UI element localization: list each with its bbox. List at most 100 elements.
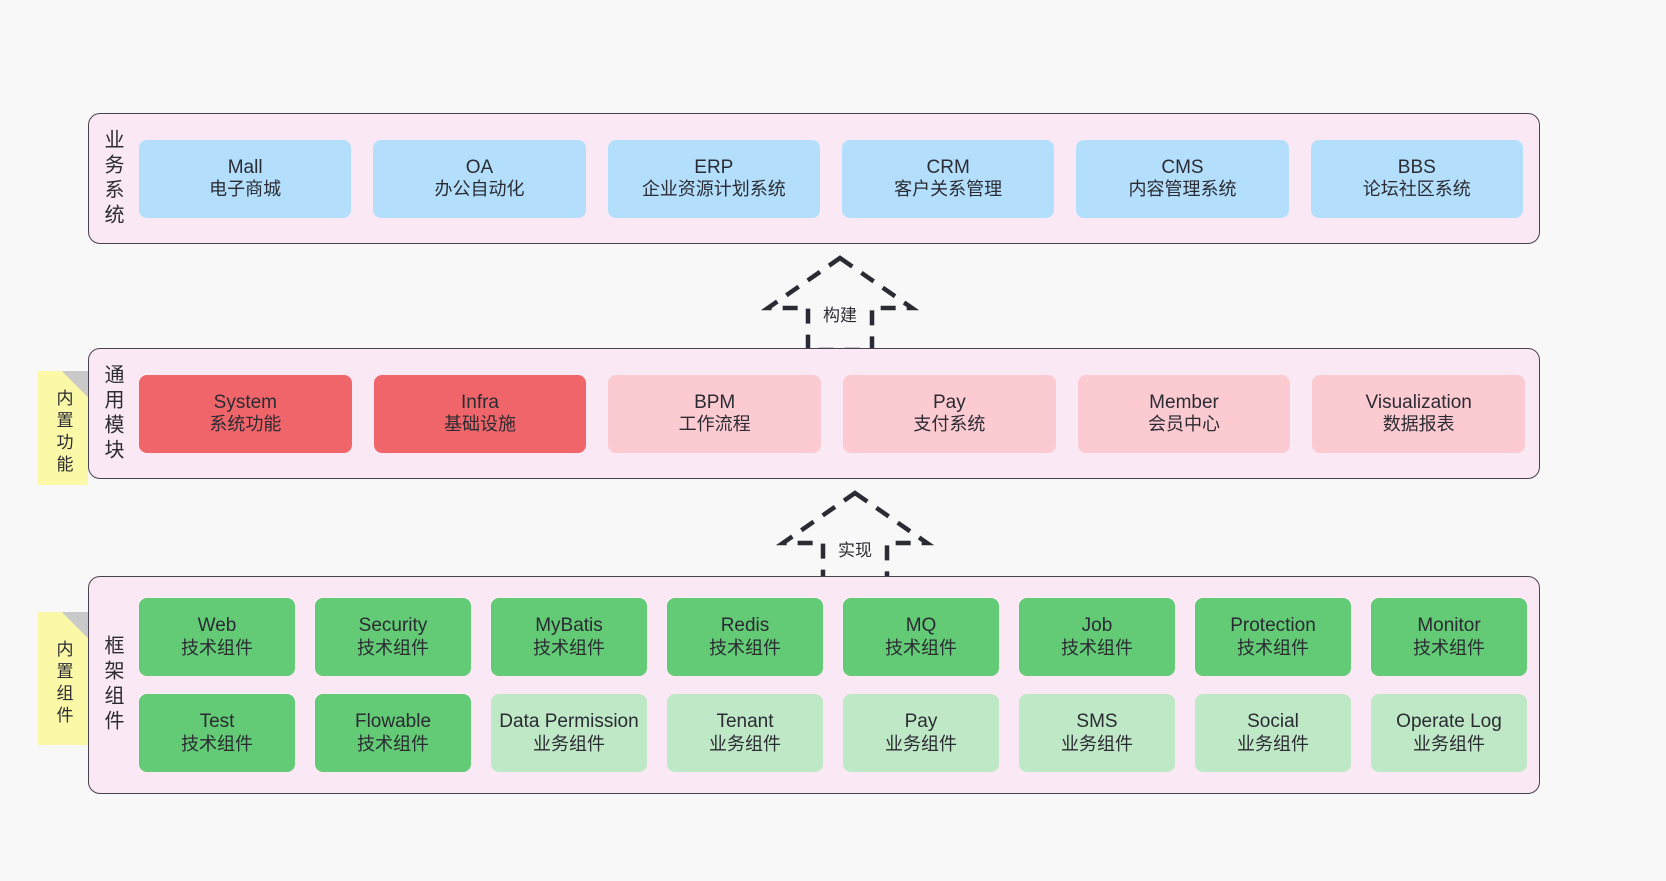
- card-pay-business[interactable]: Pay 业务组件: [843, 694, 999, 772]
- layer-title-business-label: 业务系统: [101, 128, 123, 229]
- card-title-en: Data Permission: [499, 711, 639, 733]
- layer-body-frame: Web 技术组件 Security 技术组件 MyBatis 技术组件 Redi…: [135, 577, 1539, 793]
- card-title-cn: 技术组件: [181, 637, 253, 658]
- connector-build-label: 构建: [821, 306, 859, 326]
- card-row: Test 技术组件 Flowable 技术组件 Data Permission …: [139, 694, 1527, 772]
- card-system[interactable]: System 系统功能: [139, 374, 352, 453]
- layer-business-system: 业务系统 Mall 电子商城 OA 办公自动化 ERP 企业资源计划系统 CRM: [88, 113, 1540, 244]
- card-title-cn: 技术组件: [1413, 637, 1485, 658]
- card-erp[interactable]: ERP 企业资源计划系统: [607, 139, 820, 218]
- layer-body-common: System 系统功能 Infra 基础设施 BPM 工作流程 Pay 支付系统…: [135, 349, 1539, 478]
- card-title-cn: 业务组件: [533, 733, 605, 754]
- card-visualization[interactable]: Visualization 数据报表: [1312, 374, 1526, 453]
- card-title-en: Member: [1149, 391, 1219, 413]
- card-title-cn: 论坛社区系统: [1362, 179, 1471, 200]
- card-crm[interactable]: CRM 客户关系管理: [841, 139, 1055, 218]
- card-title-cn: 办公自动化: [434, 179, 525, 200]
- card-infra[interactable]: Infra 基础设施: [373, 374, 587, 453]
- card-row: Mall 电子商城 OA 办公自动化 ERP 企业资源计划系统 CRM 客户关系…: [139, 139, 1523, 218]
- note-fold-corner-icon: [62, 612, 88, 638]
- layer-framework-component: 框架组件 Web 技术组件 Security 技术组件 MyBatis 技术组件…: [88, 576, 1540, 794]
- note-builtin-function-label: 内置功能: [53, 389, 73, 477]
- card-tenant[interactable]: Tenant 业务组件: [667, 694, 823, 772]
- card-security[interactable]: Security 技术组件: [315, 598, 471, 676]
- card-title-cn: 技术组件: [885, 637, 957, 658]
- card-social[interactable]: Social 业务组件: [1195, 694, 1351, 772]
- card-protection[interactable]: Protection 技术组件: [1195, 598, 1351, 676]
- card-title-en: Monitor: [1417, 615, 1481, 637]
- card-oa[interactable]: OA 办公自动化: [373, 139, 586, 218]
- layer-title-common-label: 通用模块: [101, 363, 123, 464]
- card-title-cn: 数据报表: [1382, 414, 1455, 435]
- card-flowable[interactable]: Flowable 技术组件: [315, 694, 471, 772]
- card-operate-log[interactable]: Operate Log 业务组件: [1371, 694, 1527, 772]
- card-title-cn: 电子商城: [209, 179, 282, 200]
- card-cms[interactable]: CMS 内容管理系统: [1076, 139, 1289, 218]
- note-builtin-function: 内置功能: [38, 371, 88, 485]
- card-title-cn: 业务组件: [1237, 733, 1309, 754]
- card-title-cn: 技术组件: [1237, 637, 1309, 658]
- card-title-cn: 技术组件: [357, 637, 429, 658]
- card-title-en: Social: [1247, 711, 1299, 733]
- card-redis[interactable]: Redis 技术组件: [667, 598, 823, 676]
- dashed-generalization-arrow-icon: [775, 490, 935, 588]
- layer-common-module: 通用模块 System 系统功能 Infra 基础设施 BPM 工作流程 Pay: [88, 348, 1540, 479]
- layer-title-business: 业务系统: [89, 114, 135, 243]
- card-title-cn: 客户关系管理: [894, 179, 1003, 200]
- card-data-permission[interactable]: Data Permission 业务组件: [491, 694, 647, 772]
- card-title-en: Security: [358, 615, 428, 637]
- card-title-cn: 业务组件: [1061, 733, 1133, 754]
- connector-build: 构建: [760, 254, 920, 353]
- note-fold-corner-icon: [62, 371, 88, 397]
- card-title-en: MQ: [905, 615, 937, 637]
- dashed-generalization-arrow-icon: [760, 255, 920, 353]
- card-test[interactable]: Test 技术组件: [139, 694, 295, 772]
- card-title-en: SMS: [1076, 711, 1118, 733]
- card-title-cn: 业务组件: [709, 733, 781, 754]
- card-mq[interactable]: MQ 技术组件: [843, 598, 999, 676]
- card-title-en: Infra: [460, 391, 500, 413]
- card-title-cn: 技术组件: [181, 733, 253, 754]
- layer-title-frame-label: 框架组件: [101, 635, 123, 735]
- card-title-en: Test: [199, 711, 235, 733]
- note-builtin-component-label: 内置组件: [53, 639, 73, 728]
- card-member[interactable]: Member 会员中心: [1077, 374, 1291, 453]
- layer-title-common: 通用模块: [89, 349, 135, 478]
- card-title-en: Pay: [904, 711, 938, 733]
- card-title-en: Operate Log: [1396, 711, 1502, 733]
- card-sms[interactable]: SMS 业务组件: [1019, 694, 1175, 772]
- card-monitor[interactable]: Monitor 技术组件: [1371, 598, 1527, 676]
- card-title-en: CMS: [1161, 156, 1204, 178]
- card-title-cn: 业务组件: [885, 733, 957, 754]
- note-builtin-component: 内置组件: [38, 612, 88, 745]
- card-mall[interactable]: Mall 电子商城: [139, 139, 352, 218]
- card-bpm[interactable]: BPM 工作流程: [608, 374, 822, 453]
- card-title-en: System: [213, 391, 278, 413]
- card-title-cn: 技术组件: [709, 637, 781, 658]
- card-title-en: Redis: [720, 615, 770, 637]
- card-title-en: ERP: [694, 156, 734, 178]
- connector-implement-label: 实现: [836, 541, 874, 561]
- card-title-en: BPM: [694, 391, 736, 413]
- card-title-cn: 技术组件: [357, 733, 429, 754]
- card-title-cn: 技术组件: [1061, 637, 1133, 658]
- card-title-cn: 工作流程: [678, 414, 751, 435]
- card-title-en: Mall: [227, 156, 263, 178]
- layer-body-business: Mall 电子商城 OA 办公自动化 ERP 企业资源计划系统 CRM 客户关系…: [135, 114, 1539, 243]
- card-title-en: Web: [197, 615, 237, 637]
- card-web[interactable]: Web 技术组件: [139, 598, 295, 676]
- card-pay[interactable]: Pay 支付系统: [843, 374, 1056, 453]
- card-title-cn: 系统功能: [209, 414, 282, 435]
- card-row: System 系统功能 Infra 基础设施 BPM 工作流程 Pay 支付系统…: [139, 374, 1526, 453]
- card-title-cn: 支付系统: [913, 414, 986, 435]
- card-title-cn: 会员中心: [1148, 414, 1221, 435]
- card-title-en: OA: [465, 156, 494, 178]
- card-title-en: Protection: [1230, 615, 1316, 637]
- card-title-cn: 基础设施: [444, 414, 516, 435]
- card-title-cn: 业务组件: [1413, 733, 1485, 754]
- card-title-en: Visualization: [1365, 391, 1472, 413]
- card-mybatis[interactable]: MyBatis 技术组件: [491, 598, 647, 676]
- card-job[interactable]: Job 技术组件: [1019, 598, 1175, 676]
- card-bbs[interactable]: BBS 论坛社区系统: [1310, 139, 1523, 218]
